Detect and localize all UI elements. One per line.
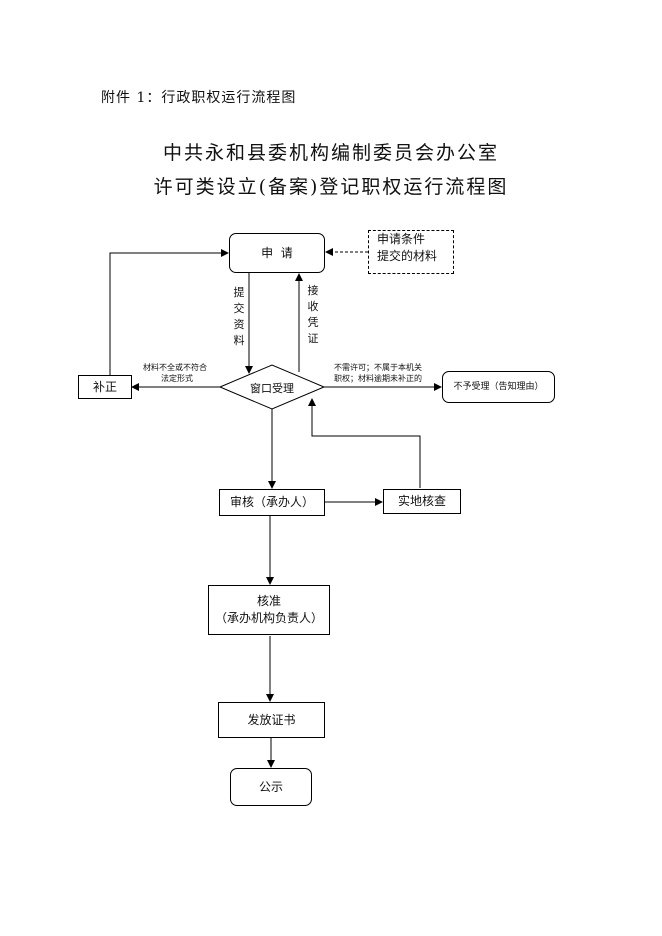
submit-char: 资 bbox=[233, 318, 245, 331]
conditions-note: 申请条件 提交的材料 bbox=[368, 230, 454, 274]
edge-correction-to-apply bbox=[109, 249, 229, 375]
conditions-line-2: 提交的材料 bbox=[377, 249, 438, 263]
attachment-label: 附件 1：行政职权运行流程图 bbox=[101, 90, 297, 106]
apply-node: 申 请 bbox=[229, 233, 325, 273]
approve-line-1: 核准 bbox=[256, 594, 281, 608]
title-line-1: 中共永和县委机构编制委员会办公室 bbox=[162, 142, 499, 164]
receive-char: 凭 bbox=[307, 316, 319, 329]
window-node-label: 窗口受理 bbox=[250, 382, 294, 395]
title-line-2: 许可类设立(备案)登记职权运行流程图 bbox=[153, 176, 509, 198]
correction-node: 补正 bbox=[78, 375, 132, 399]
inspection-node: 实地核查 bbox=[383, 489, 461, 514]
incomplete-label-line-1: 材料不全或不符合 bbox=[143, 363, 207, 372]
window-diamond-shape bbox=[218, 364, 326, 410]
reject-condition-line-1: 不需许可；不属于本机关 bbox=[334, 363, 422, 372]
receive-char: 接 bbox=[307, 284, 319, 297]
receive-char: 收 bbox=[307, 300, 319, 313]
approve-node: 核准 （承办机构负责人） bbox=[208, 585, 330, 635]
reject-node: 不予受理（告知理由） bbox=[442, 371, 555, 403]
review-node: 审核（承办人） bbox=[219, 489, 325, 516]
approve-line-2: （承办机构负责人） bbox=[214, 611, 323, 625]
submit-char: 提 bbox=[233, 286, 245, 299]
submit-char: 交 bbox=[233, 302, 245, 315]
publicize-node: 公示 bbox=[230, 768, 312, 806]
issue-node: 发放证书 bbox=[218, 702, 325, 738]
reject-condition-line-2: 职权；材料逾期未补正的 bbox=[334, 374, 422, 383]
submit-char: 料 bbox=[233, 334, 245, 347]
receive-char: 证 bbox=[307, 332, 319, 345]
conditions-line-1: 申请条件 bbox=[377, 232, 426, 246]
submit-materials-label: 提 交 资 料 bbox=[232, 285, 246, 349]
incomplete-label-line-2: 法定形式 bbox=[161, 374, 193, 383]
receive-voucher-label: 接 收 凭 证 bbox=[306, 283, 320, 347]
edge-inspection-to-window bbox=[308, 398, 421, 488]
